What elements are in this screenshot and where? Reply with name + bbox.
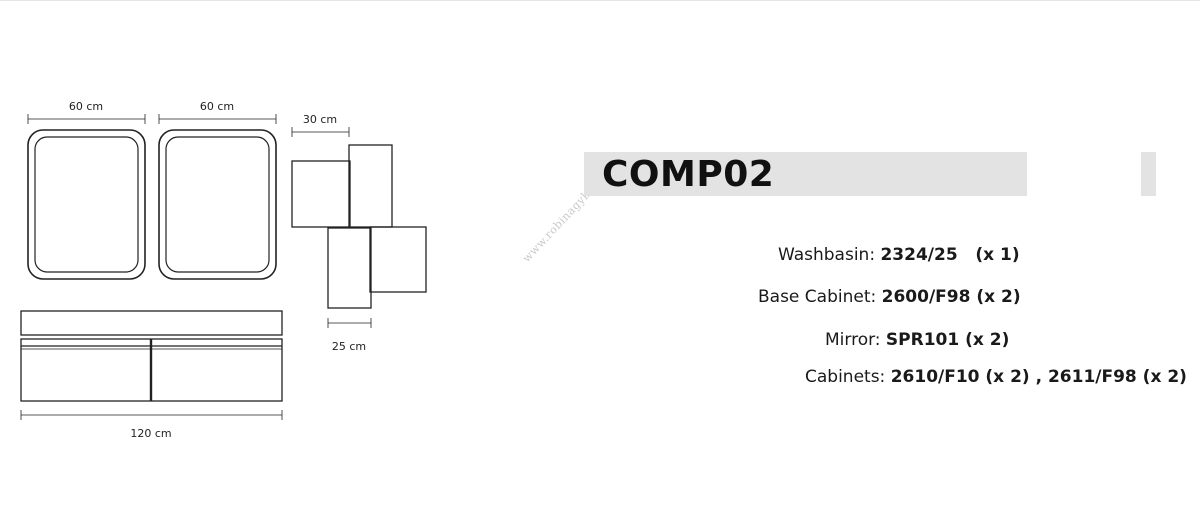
wall-cabinets: [291, 144, 427, 309]
base-cabinet: [20, 310, 283, 402]
dim-label-cabinet-top: 30 cm: [303, 113, 337, 126]
spec-washbasin: Washbasin: 2324/25 (x 1): [778, 245, 1020, 265]
spec-value: 2600/F98 (x 2): [881, 287, 1021, 307]
dim-label-cabinet-bottom: 25 cm: [332, 340, 366, 353]
dim-label-base: 120 cm: [130, 427, 171, 440]
spec-cabinets: Cabinets: 2610/F10 (x 2) , 2611/F98 (x 2…: [805, 367, 1187, 387]
spec-label: Base Cabinet:: [758, 287, 882, 307]
mirror-left: [27, 129, 146, 280]
dim-line-cabinet-bottom: [327, 318, 372, 328]
spec-mirror: Mirror: SPR101 (x 2): [825, 330, 1009, 350]
title-bar-tab: [1141, 152, 1156, 196]
spec-label: Cabinets:: [805, 367, 891, 387]
mirror-right: [158, 129, 277, 280]
dim-label-mirror-left: 60 cm: [69, 100, 103, 113]
spec-value: 2610/F10 (x 2) , 2611/F98 (x 2): [890, 367, 1187, 387]
dim-line-mirror-left: [27, 114, 146, 124]
spec-value: SPR101 (x 2): [885, 330, 1010, 350]
dim-label-mirror-right: 60 cm: [200, 100, 234, 113]
dim-line-cabinet-top: [291, 127, 350, 137]
page-title: COMP02: [602, 154, 775, 195]
spec-base-cabinet: Base Cabinet: 2600/F98 (x 2): [758, 287, 1021, 307]
spec-value: 2324/25 (x 1): [880, 245, 1020, 265]
dim-line-base: [20, 410, 283, 420]
spec-label: Washbasin:: [778, 245, 881, 265]
title-bar: [584, 152, 1027, 196]
dim-line-mirror-right: [158, 114, 277, 124]
top-divider: [0, 0, 1200, 1]
spec-label: Mirror:: [825, 330, 886, 350]
